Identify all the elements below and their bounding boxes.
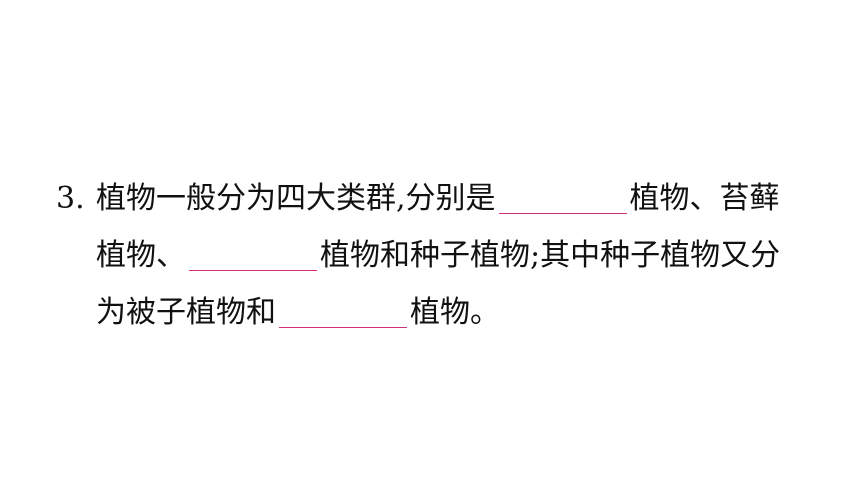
question-text: 植物和种子植物;其中种子植物又分: [320, 238, 781, 273]
question-3: 3. 植物一般分为四大类群,分别是 植物、苔藓 植物、 植物和种子植物;其中种子植物又…: [56, 170, 816, 341]
question-text: 植物、苔藓: [629, 181, 780, 216]
question-text: 植物、: [96, 238, 186, 273]
question-line-3: 为被子植物和 植物。: [56, 284, 816, 341]
question-text: 为被子植物和: [96, 295, 276, 330]
answer-blank-1[interactable]: [498, 183, 627, 214]
question-line-2: 植物、 植物和种子植物;其中种子植物又分: [56, 227, 816, 284]
question-text: 植物。: [410, 295, 500, 330]
question-line-1: 3. 植物一般分为四大类群,分别是 植物、苔藓: [56, 170, 816, 227]
answer-blank-2[interactable]: [189, 240, 317, 271]
question-number: 3.: [56, 181, 85, 216]
question-text: 植物一般分为四大类群,分别是: [96, 181, 496, 216]
answer-blank-3[interactable]: [279, 297, 407, 328]
